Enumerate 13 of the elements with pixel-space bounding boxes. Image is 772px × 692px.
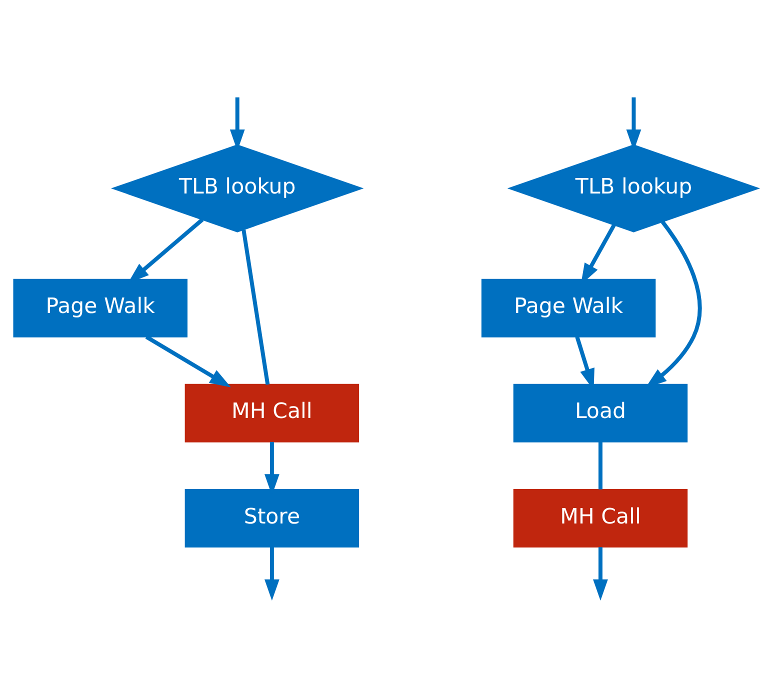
node-box: Store — [184, 488, 360, 548]
connector — [598, 442, 602, 490]
node-box: MH Call — [184, 384, 360, 442]
node-box: Page Walk — [481, 278, 656, 338]
arrow — [145, 335, 232, 388]
node-box: Load — [513, 384, 688, 442]
node-diamond: TLB lookup — [110, 144, 364, 232]
node-box: Page Walk — [13, 278, 188, 338]
connector — [242, 230, 270, 385]
arrow — [264, 547, 280, 601]
node-diamond: TLB lookup — [507, 144, 760, 232]
arrow — [593, 547, 608, 601]
node-box: MH Call — [513, 488, 688, 548]
